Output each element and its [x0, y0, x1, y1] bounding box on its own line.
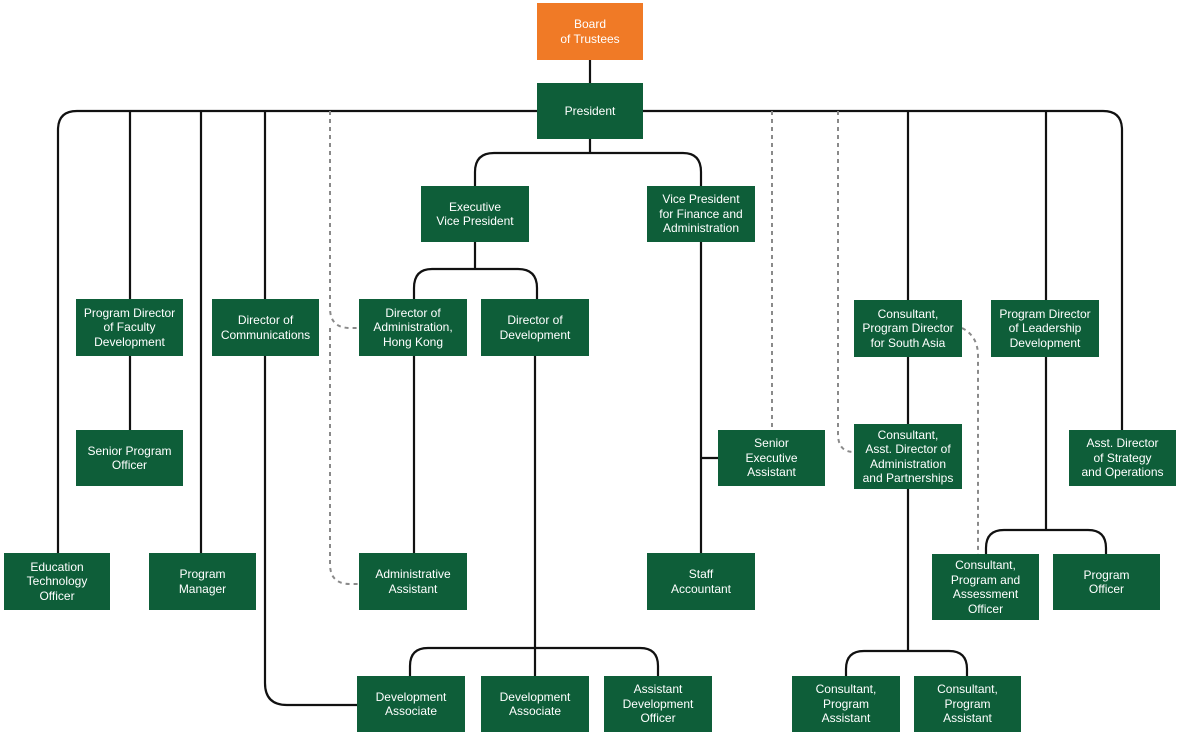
node-administrative-assistant: Administrative Assistant — [359, 553, 467, 610]
node-vp-finance-administration: Vice President for Finance and Administr… — [647, 186, 755, 242]
node-education-technology-officer: Education Technology Officer — [4, 553, 110, 610]
solid-connector — [412, 242, 539, 299]
node-consultant-program-assistant-1: Consultant, Program Assistant — [792, 676, 900, 732]
dotted-connector — [329, 328, 358, 585]
node-president: President — [537, 83, 643, 139]
node-consultant-asst-director-administration: Consultant, Asst. Director of Administra… — [854, 424, 962, 489]
node-consultant-program-assessment-officer: Consultant, Program and Assessment Offic… — [932, 554, 1039, 620]
dotted-connector — [329, 111, 358, 329]
node-assistant-development-officer: Assistant Development Officer — [604, 676, 712, 732]
node-director-of-development: Director of Development — [481, 299, 589, 356]
solid-connector — [699, 242, 718, 553]
solid-connector — [844, 489, 969, 676]
node-development-associate-1: Development Associate — [357, 676, 465, 732]
solid-connector — [473, 139, 703, 186]
node-director-of-communications: Director of Communications — [212, 299, 319, 356]
node-program-officer: Program Officer — [1053, 554, 1160, 610]
node-asst-director-strategy-operations: Asst. Director of Strategy and Operation… — [1069, 430, 1176, 486]
solid-connector — [263, 356, 357, 707]
node-program-director-leadership-development: Program Director of Leadership Developme… — [991, 300, 1099, 357]
solid-connector — [984, 357, 1108, 554]
solid-connector — [408, 646, 660, 676]
dotted-connector — [837, 111, 855, 453]
node-board-of-trustees: Board of Trustees — [537, 3, 643, 60]
solid-connector — [56, 109, 537, 553]
node-senior-executive-assistant: Senior Executive Assistant — [718, 430, 825, 486]
node-consultant-program-assistant-2: Consultant, Program Assistant — [914, 676, 1021, 732]
node-consultant-program-director-south-asia: Consultant, Program Director for South A… — [854, 300, 962, 357]
node-director-of-administration-hong-kong: Director of Administration, Hong Kong — [359, 299, 467, 356]
node-program-manager: Program Manager — [149, 553, 256, 610]
dotted-connector — [961, 327, 979, 554]
node-executive-vice-president: Executive Vice President — [421, 186, 529, 242]
node-staff-accountant: Staff Accountant — [647, 553, 755, 610]
solid-connector — [643, 109, 1124, 430]
node-program-director-faculty-development: Program Director of Faculty Development — [76, 299, 183, 356]
node-senior-program-officer: Senior Program Officer — [76, 430, 183, 486]
node-development-associate-2: Development Associate — [481, 676, 589, 732]
